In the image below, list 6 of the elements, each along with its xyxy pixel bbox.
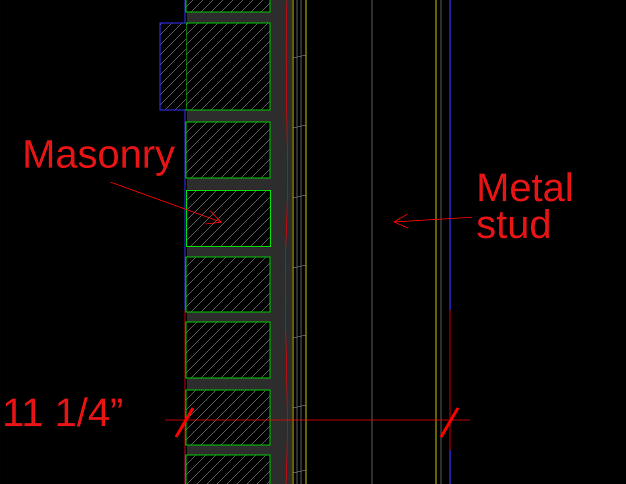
leader-line xyxy=(110,182,222,224)
brick xyxy=(186,190,271,247)
callout-text: Metal stud xyxy=(477,172,571,238)
callout-text: Masonry xyxy=(25,140,175,176)
dimension-text: 11 1/4” xyxy=(5,397,122,426)
leader-line xyxy=(393,214,472,228)
